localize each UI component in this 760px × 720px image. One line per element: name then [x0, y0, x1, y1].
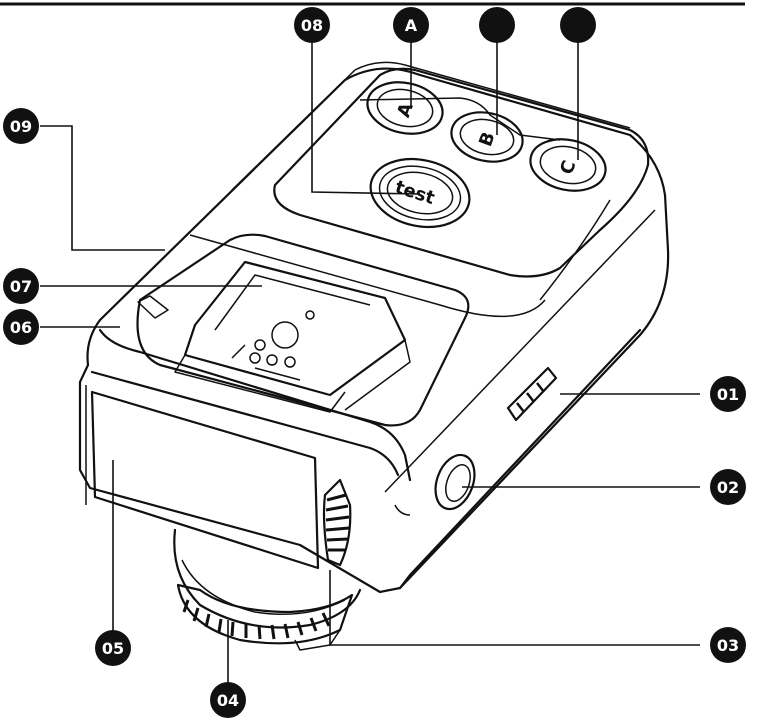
callout-07: 07	[3, 268, 39, 304]
pin-contact-icon	[249, 352, 261, 364]
pin-contact-icon	[305, 310, 315, 320]
callout-a-label: A	[405, 16, 418, 35]
callout-09-label: 09	[10, 117, 32, 136]
callout-08: 08	[294, 7, 330, 43]
hot-shoe-mount	[173, 528, 362, 651]
pin-contact-icon	[284, 356, 296, 368]
callout-04: 04	[210, 682, 246, 718]
pin-contact-icon	[254, 339, 266, 351]
lcd-panel	[85, 385, 320, 570]
callout-02-label: 02	[717, 478, 739, 497]
a-button-label: A	[393, 100, 418, 120]
callout-02: 02	[710, 469, 746, 505]
accessory-hot-shoe	[136, 233, 470, 427]
c-button[interactable]: C	[526, 133, 611, 198]
callout-06-label: 06	[10, 318, 32, 337]
locking-ring-knurl	[182, 599, 331, 640]
callout-01: 01	[710, 376, 746, 412]
callout-03: 03	[710, 627, 746, 663]
b-button-label: B	[475, 129, 499, 149]
callout-05: 05	[95, 630, 131, 666]
scroll-wheel[interactable]	[322, 478, 352, 567]
callout-b	[479, 7, 515, 43]
c-button-label: C	[556, 158, 580, 178]
callout-01-label: 01	[717, 385, 739, 404]
callout-09: 09	[3, 108, 39, 144]
callout-a: A	[393, 7, 429, 43]
side-round-button[interactable]	[429, 450, 482, 515]
button-plate	[273, 67, 650, 278]
a-button[interactable]: A	[363, 76, 448, 141]
indicator-light	[137, 295, 169, 319]
leader-lines	[40, 37, 700, 690]
callout-c	[560, 7, 596, 43]
callout-08-label: 08	[301, 16, 323, 35]
callout-07-label: 07	[10, 277, 32, 296]
pin-contact-icon	[266, 354, 278, 366]
callout-06: 06	[3, 309, 39, 345]
callout-03-label: 03	[717, 636, 739, 655]
center-contact-icon	[271, 321, 299, 349]
b-button[interactable]: B	[447, 106, 527, 168]
callout-05-label: 05	[102, 639, 124, 658]
side-slide-switch[interactable]	[506, 366, 558, 422]
callout-04-label: 04	[217, 691, 239, 710]
locking-ring	[176, 583, 354, 645]
